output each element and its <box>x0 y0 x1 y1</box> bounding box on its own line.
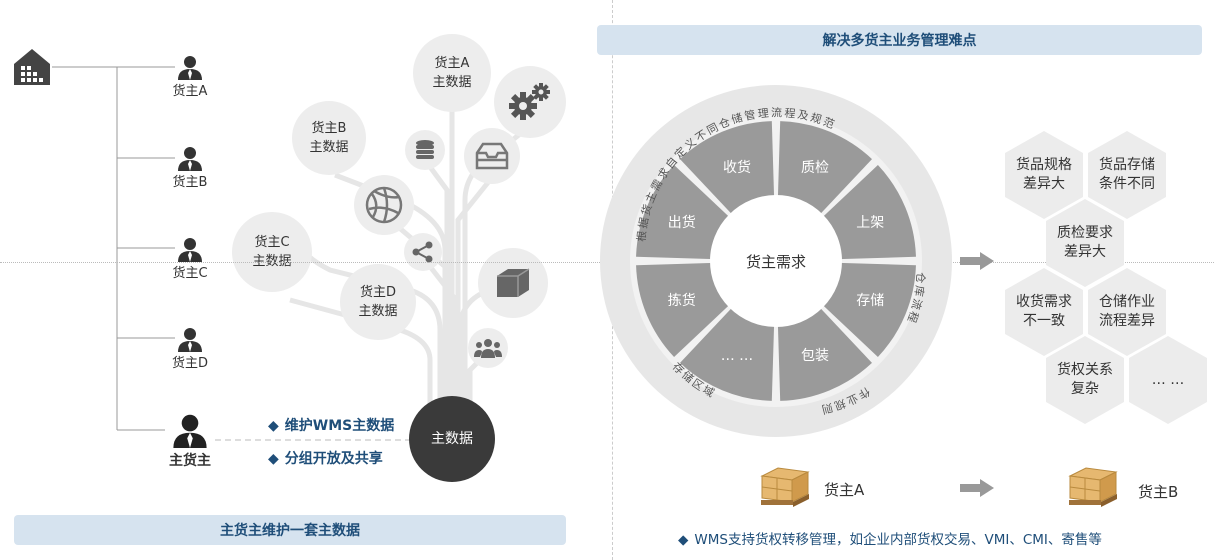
pallet-icon <box>760 467 810 507</box>
wheel-segment-label: 存储 <box>856 293 884 309</box>
user-icon <box>178 238 202 262</box>
diamond-bullet-icon: ◆ <box>268 418 279 434</box>
gear-icon <box>494 66 566 138</box>
hex-line: 仓储作业 <box>1099 294 1155 310</box>
user-icon <box>178 328 202 352</box>
hex-line: 货权关系 <box>1057 362 1113 378</box>
hex-qc-requirement: 质检要求差异大 <box>1046 199 1124 287</box>
box-icon <box>478 248 548 318</box>
bubble-line: 主数据 <box>358 304 398 319</box>
right-banner: 解决多货主业务管理难点 <box>597 25 1202 55</box>
owner-label: 货主A <box>172 84 208 99</box>
bubble-line: 货主C <box>254 235 290 250</box>
bubble-owner-c-data: 货主C 主数据 <box>232 212 312 292</box>
hex-storage-condition: 货品存储条件不同 <box>1088 131 1166 219</box>
hex-line: … … <box>1151 371 1185 388</box>
owner-a: 货主A <box>160 54 220 99</box>
hex-line: 流程差异 <box>1099 313 1155 329</box>
hex-ownership: 货权关系复杂 <box>1046 336 1124 424</box>
hex-line: 条件不同 <box>1099 176 1155 192</box>
hex-line: 货品存储 <box>1099 157 1155 173</box>
wheel-segment-label: 出货 <box>668 214 696 231</box>
pallet-icon <box>1068 467 1118 507</box>
hex-more: … … <box>1129 336 1207 424</box>
hex-line: 货品规格 <box>1016 157 1072 173</box>
bubble-line: 主数据 <box>431 430 473 447</box>
hex-receiving-demand: 收货需求不一致 <box>1005 268 1083 356</box>
wheel-center <box>710 195 842 327</box>
owner-label: 货主D <box>171 356 208 371</box>
owner-c: 货主C <box>160 236 220 281</box>
transfer-to-label: 货主B <box>1138 483 1179 501</box>
note-text: WMS支持货权转移管理，如企业内部货权交易、VMI、CMI、寄售等 <box>694 532 1102 548</box>
bullet-text: 维护WMS主数据 <box>284 418 395 434</box>
bubble-line: 货主B <box>311 121 347 136</box>
ownership-transfer-note: ◆ WMS支持货权转移管理，如企业内部货权交易、VMI、CMI、寄售等 <box>678 528 1102 548</box>
owner-label: 货主C <box>172 266 208 281</box>
owner-label: 货主B <box>172 175 208 190</box>
hex-line: 差异大 <box>1023 176 1065 192</box>
bubble-master-data: 主数据 <box>409 396 495 482</box>
bubble-line: 货主A <box>434 56 470 71</box>
bullet-group-share: ◆ 分组开放及共享 <box>268 448 383 468</box>
owner-b: 货主B <box>160 145 220 190</box>
wheel-segment-label: 收货 <box>723 159 751 176</box>
wheel-segment-label: 上架 <box>856 215 884 231</box>
warehouse-icon <box>14 49 50 85</box>
arrow-right-icon <box>960 252 994 270</box>
owner-main: 主货主 <box>160 412 220 470</box>
bubble-owner-b-data: 货主B 主数据 <box>292 101 366 175</box>
wheel-segment-label: 拣货 <box>668 292 696 309</box>
bubble-line: 货主D <box>359 285 396 300</box>
hex-line: 复杂 <box>1071 381 1099 397</box>
process-wheel: 收货质检上架存储包装… …拣货出货 货主需求 根据货主需求自定义不同仓储管理流程… <box>600 85 952 437</box>
user-icon <box>178 147 202 171</box>
hex-line: 质检要求 <box>1057 225 1113 241</box>
bubble-line: 主数据 <box>432 75 472 90</box>
arrow-right-icon <box>960 479 994 497</box>
owner-d: 货主D <box>160 326 220 371</box>
bullet-maintain-master-data: ◆ 维护WMS主数据 <box>268 415 394 435</box>
user-icon <box>173 414 207 448</box>
bullet-text: 分组开放及共享 <box>284 451 383 467</box>
globe-icon <box>354 175 414 235</box>
diamond-bullet-icon: ◆ <box>268 451 279 467</box>
wheel-segment-label: 包装 <box>801 348 829 364</box>
left-banner: 主货主维护一套主数据 <box>14 515 566 545</box>
wheel-segment-label: 质检 <box>801 160 829 176</box>
hex-line: 差异大 <box>1064 244 1106 260</box>
bubble-owner-d-data: 货主D 主数据 <box>340 264 416 340</box>
transfer-from-label: 货主A <box>824 481 865 499</box>
owner-label: 主货主 <box>169 453 211 469</box>
hex-goods-spec: 货品规格差异大 <box>1005 131 1083 219</box>
share-icon <box>404 233 442 271</box>
user-icon <box>178 56 202 80</box>
bubble-owner-a-data: 货主A 主数据 <box>413 34 491 112</box>
wheel-center-label: 货主需求 <box>746 253 806 271</box>
hex-line: 收货需求 <box>1016 294 1072 310</box>
diamond-bullet-icon: ◆ <box>678 532 689 548</box>
hex-line: 不一致 <box>1023 313 1065 329</box>
bubble-line: 主数据 <box>309 140 349 155</box>
database-icon <box>405 130 445 170</box>
hex-warehouse-process: 仓储作业流程差异 <box>1088 268 1166 356</box>
bubble-line: 主数据 <box>252 254 292 269</box>
inbox-icon <box>464 128 520 184</box>
group-icon <box>468 328 508 368</box>
wheel-segment-label: … … <box>721 348 753 364</box>
